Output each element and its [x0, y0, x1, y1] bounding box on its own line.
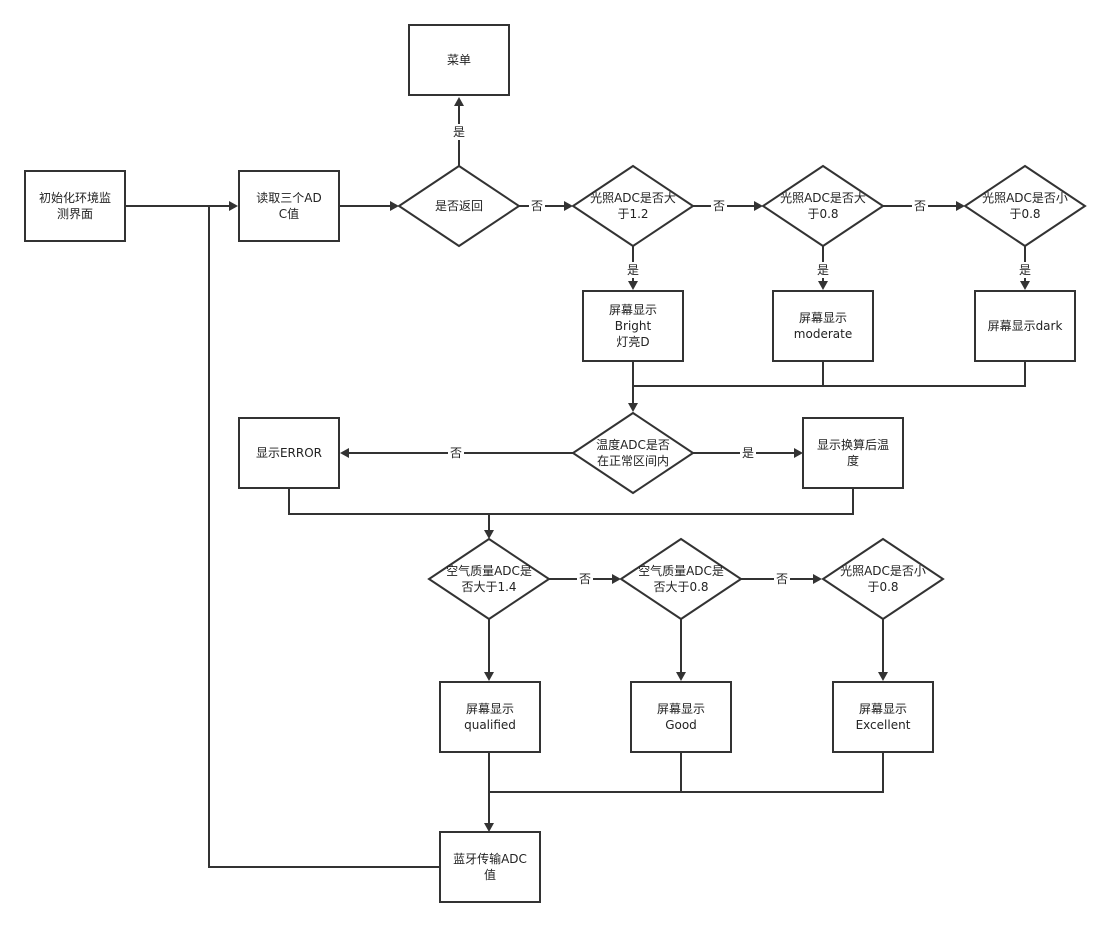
- arrowhead: [956, 201, 965, 211]
- label-no-air1: 否: [579, 572, 591, 586]
- show-temp-text: 显示换算后温度: [817, 437, 889, 468]
- arrowhead: [818, 281, 828, 290]
- label-no-air2: 否: [776, 572, 788, 586]
- arrowhead: [754, 201, 763, 211]
- arrowhead: [340, 448, 349, 458]
- light-lt08-diamond-a: [963, 164, 1087, 248]
- air-gt14-text: 空气质量ADC是否大于1.4: [446, 563, 532, 594]
- arrowhead: [1020, 281, 1030, 290]
- arrowhead: [484, 672, 494, 681]
- arrowhead: [564, 201, 573, 211]
- arrowhead: [612, 574, 621, 584]
- arrowhead: [484, 530, 494, 539]
- bluetooth-box: [439, 831, 541, 903]
- air-gt08-diamond: [619, 537, 743, 621]
- edge-merge-air-results: [489, 751, 884, 793]
- light-gt08-text: 光照ADC是否大于0.8: [780, 191, 866, 221]
- label-no-temp: 否: [450, 446, 462, 460]
- read-box: [238, 170, 340, 242]
- arrowhead: [484, 823, 494, 832]
- edge-merge-light: [633, 360, 1026, 387]
- light-lt08-text-b: 光照ADC是否小于0.8: [840, 564, 926, 594]
- arrowhead: [878, 672, 888, 681]
- return-diamond: [397, 164, 521, 248]
- temp-diamond: [571, 411, 695, 495]
- arrowhead: [390, 201, 399, 211]
- edge-bt-loop: [208, 206, 440, 868]
- arrowhead: [229, 201, 238, 211]
- arrowhead: [628, 281, 638, 290]
- dark-box: [974, 290, 1076, 362]
- menu-box: [408, 24, 510, 96]
- label-yes-menu: 是: [453, 125, 465, 139]
- excellent-box: [832, 681, 934, 753]
- label-yes-light2: 是: [817, 263, 829, 277]
- light-gt12-diamond: [571, 164, 695, 248]
- error-box: [238, 417, 340, 489]
- qualified-box: [439, 681, 541, 753]
- init-box: [24, 170, 126, 242]
- dark-text: 屏幕显示dark: [988, 319, 1063, 333]
- light-lt08-text-a: 光照ADC是否小于0.8: [982, 191, 1068, 221]
- air-gt08-text: 空气质量ADC是否大于0.8: [638, 563, 724, 594]
- return-text: 是否返回: [435, 199, 483, 213]
- label-no-light2: 否: [914, 199, 926, 213]
- edge-merge-temp: [288, 488, 854, 515]
- moderate-box: [772, 290, 874, 362]
- label-no-light1: 否: [713, 199, 725, 213]
- label-yes-temp: 是: [742, 446, 754, 460]
- arrowhead: [794, 448, 803, 458]
- arrowhead: [628, 403, 638, 412]
- error-text: 显示ERROR: [256, 446, 322, 460]
- arrowhead: [813, 574, 822, 584]
- temp-text: 温度ADC是否在正常区间内: [596, 437, 670, 468]
- light-lt08-diamond-b: [821, 537, 945, 621]
- label-no-return: 否: [531, 199, 543, 213]
- init-text: 初始化环境监测界面: [39, 190, 111, 221]
- arrowhead: [454, 97, 464, 106]
- show-temp-box: [802, 417, 904, 489]
- light-gt12-text: 光照ADC是否大于1.2: [590, 191, 676, 221]
- light-gt08-diamond: [761, 164, 885, 248]
- bright-box: [582, 290, 684, 362]
- menu-text: 菜单: [447, 53, 471, 67]
- good-box: [630, 681, 732, 753]
- arrowhead: [676, 672, 686, 681]
- air-gt14-diamond: [427, 537, 551, 621]
- label-yes-light3: 是: [1019, 263, 1031, 277]
- label-yes-light1: 是: [627, 263, 639, 277]
